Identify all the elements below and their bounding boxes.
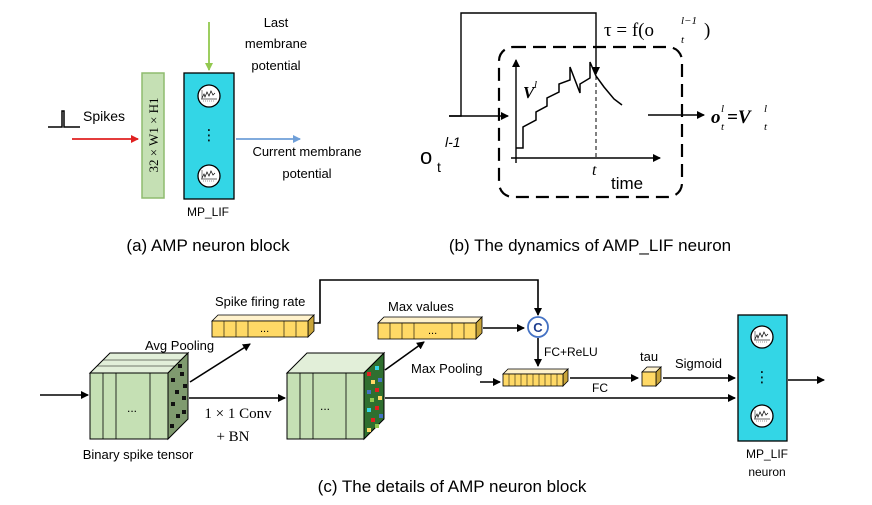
avg-pooling-arrow <box>189 343 251 383</box>
time-axis-label: time <box>611 174 643 193</box>
conv-label: 1 × 1 Conv <box>204 406 272 422</box>
panel-c: ... Binary spike tensor 1 × 1 Conv + BN … <box>40 279 825 496</box>
caption-a: (a) AMP neuron block <box>126 236 290 255</box>
neuron-c-ellipsis: ⋮ <box>755 369 770 386</box>
tau-formula-close: ) <box>704 20 710 41</box>
input-o-label: o <box>420 144 432 169</box>
mp-lif-label: MP_LIF <box>187 205 229 219</box>
neuron-ellipsis: ⋮ <box>202 127 217 144</box>
max-values-ellipsis: ... <box>428 325 437 337</box>
firing-rate-ellipsis: ... <box>260 323 269 335</box>
output-v-subscript: t <box>764 121 768 133</box>
neuron-c-top-icon <box>750 325 774 349</box>
current-membrane-line1: Current membrane <box>252 144 361 159</box>
t-tick-label: t <box>592 162 597 179</box>
conv-output-cube <box>285 351 386 441</box>
input-subscript: t <box>437 159 441 175</box>
last-membrane-line3: potential <box>251 58 300 73</box>
sigmoid-label: Sigmoid <box>675 356 722 371</box>
fc-relu-label: FC+ReLU <box>544 345 598 359</box>
spike-firing-rate-vector <box>211 314 315 338</box>
v-axis-superscript: l <box>534 79 537 91</box>
last-membrane-line2: membrane <box>245 36 307 51</box>
bn-label: + BN <box>216 429 249 445</box>
input-superscript: l-1 <box>445 134 461 150</box>
panel-a: Spikes 32 × W1 × H1 ⋮ MP_LIF Last membra… <box>48 15 362 255</box>
output-subscript: t <box>721 121 725 133</box>
binary-spike-tensor-cube <box>88 351 190 441</box>
output-superscript: l <box>721 103 724 115</box>
fc-hidden-vector <box>502 368 569 387</box>
max-pooling-label: Max Pooling <box>411 361 483 376</box>
max-values-vector <box>377 316 483 340</box>
neuron-c-label-line1: MP_LIF <box>746 447 788 461</box>
concat-symbol: C <box>533 320 543 335</box>
max-pooling-up-arrow <box>384 341 425 371</box>
spikes-label: Spikes <box>83 108 125 124</box>
concat-circle <box>527 316 549 338</box>
output-o: o <box>711 107 721 128</box>
current-membrane-line2: potential <box>282 166 331 181</box>
spike-symbol-icon <box>48 110 80 128</box>
neuron-top-icon <box>197 84 221 108</box>
caption-c: (c) The details of AMP neuron block <box>318 477 587 496</box>
feature-dims-label: 32 × W1 × H1 <box>146 97 161 172</box>
cube1-ellipsis: ... <box>127 401 137 415</box>
feature-tensor-block <box>141 72 165 199</box>
fc-label: FC <box>592 381 608 395</box>
tau-formula-subscript: t <box>681 34 685 46</box>
max-values-label: Max values <box>388 299 454 314</box>
firing-rate-to-concat-line <box>314 279 542 324</box>
tau-formula-superscript: l−1 <box>681 15 697 27</box>
last-membrane-line1: Last <box>264 15 289 30</box>
binary-tensor-label: Binary spike tensor <box>83 447 194 462</box>
neuron-bottom-icon <box>197 164 221 188</box>
cube2-ellipsis: ... <box>320 399 330 413</box>
avg-pooling-label: Avg Pooling <box>145 338 214 353</box>
spike-firing-rate-label: Spike firing rate <box>215 294 305 309</box>
v-axis-label: V <box>523 83 536 102</box>
tau-cube <box>641 366 662 387</box>
tau-formula: τ = f(o <box>604 20 654 41</box>
membrane-trace <box>516 61 623 149</box>
output-equals-v: =V <box>727 107 752 128</box>
caption-b: (b) The dynamics of AMP_LIF neuron <box>449 236 731 255</box>
neuron-c-bottom-icon <box>750 404 774 428</box>
tau-label: tau <box>640 349 658 364</box>
output-v-superscript: l <box>764 103 767 115</box>
panel-b: o l-1 t τ = f(o l−1 t ) V l time t o l t… <box>420 12 768 255</box>
neuron-c-label-line2: neuron <box>748 465 785 479</box>
